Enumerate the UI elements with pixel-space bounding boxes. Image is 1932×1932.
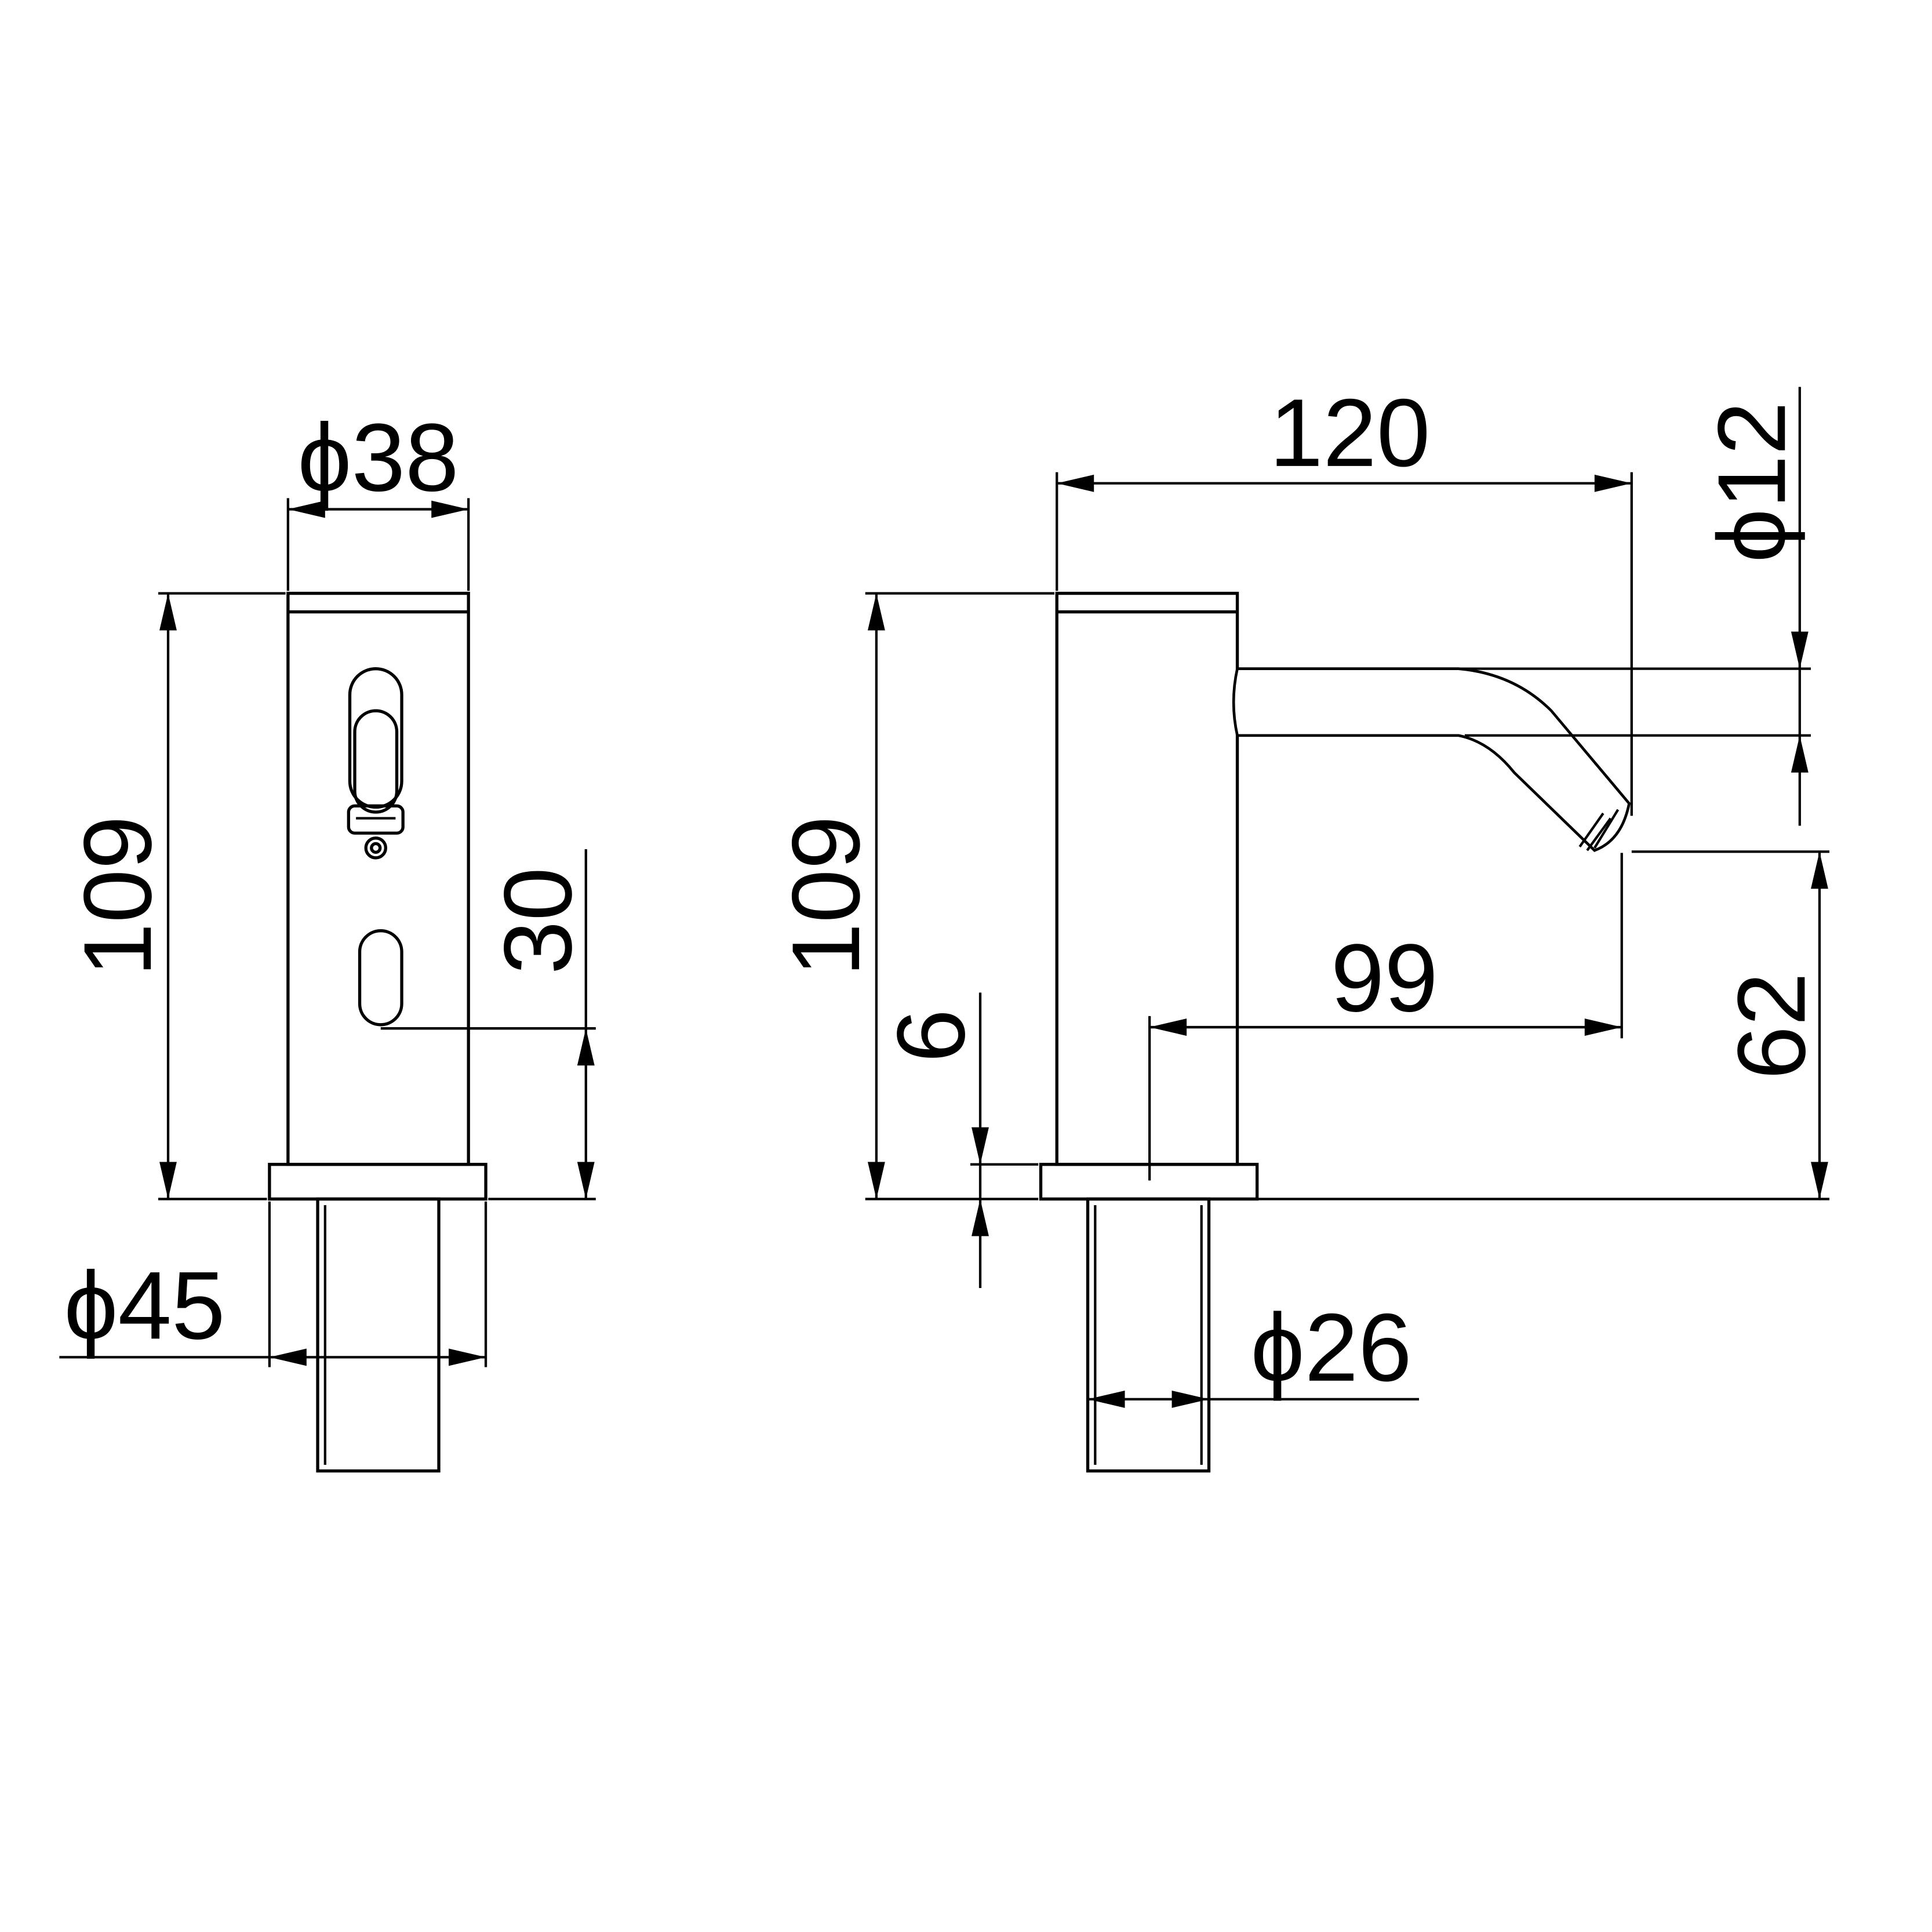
- dim-base-thickness: [970, 992, 1039, 1288]
- dim-sensor-height: [380, 849, 596, 1200]
- dim-front-height: [158, 592, 286, 1200]
- front-base-flange: [268, 1163, 487, 1201]
- dim-spout-diameter: [1458, 387, 1811, 826]
- front-base-diameter-label: ϕ45: [64, 1251, 225, 1359]
- front-top-diameter-label: ϕ38: [297, 404, 459, 512]
- dim-shank-diameter: [1087, 1390, 1420, 1408]
- base-thickness-label: 6: [877, 1009, 985, 1063]
- sensor-height-label: 30: [484, 867, 592, 974]
- shank-diameter-label: ϕ26: [1251, 1294, 1412, 1402]
- dim-front-top-diameter: [286, 498, 470, 591]
- front-body: [286, 591, 470, 1166]
- sensor-window: [347, 667, 405, 860]
- front-shank: [316, 1197, 441, 1473]
- dim-front-base-diameter: [59, 1201, 487, 1367]
- front-height-label: 109: [64, 816, 172, 977]
- side-shank: [1086, 1197, 1211, 1473]
- overall-length-label: 120: [1269, 379, 1431, 487]
- dim-spout-reach: [1148, 853, 1623, 1181]
- dim-overall-length: [1056, 472, 1633, 816]
- dim-side-height: [865, 592, 1054, 1200]
- spout: [1232, 667, 1631, 852]
- front-view: ϕ38 109 30 ϕ45: [59, 404, 596, 1473]
- side-view: 120 ϕ12 109 99: [772, 379, 1830, 1473]
- spout-diameter-label: ϕ12: [1698, 402, 1806, 563]
- side-height-label: 109: [772, 816, 880, 977]
- spout-height-label: 62: [1718, 972, 1825, 1079]
- dim-spout-height: [1257, 850, 1830, 1200]
- spout-reach-label: 99: [1331, 924, 1438, 1032]
- side-body: [1055, 591, 1239, 1166]
- indicator-oval: [358, 929, 403, 1027]
